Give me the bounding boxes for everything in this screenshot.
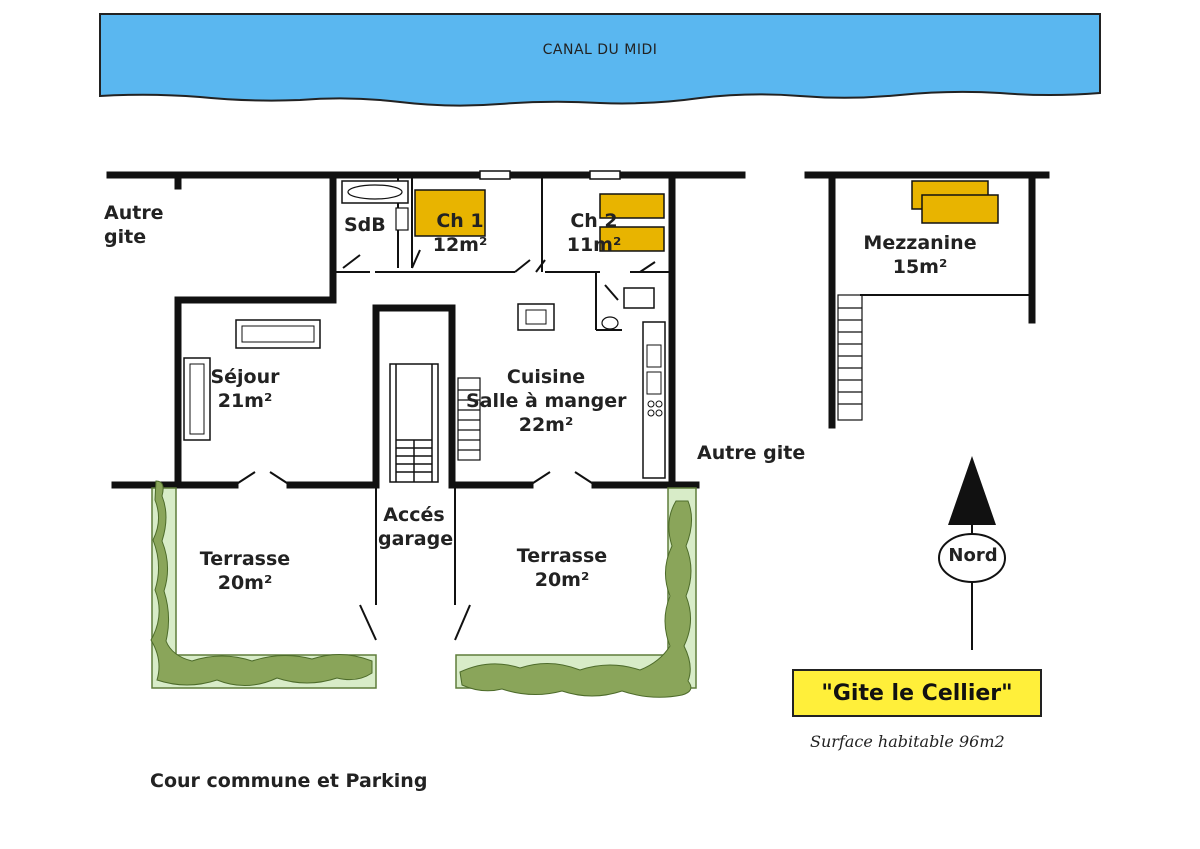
hob-burner-4 — [655, 409, 663, 417]
bed-ch1 — [414, 189, 486, 237]
cuisine-area: 22m² — [518, 413, 574, 436]
mezzanine-name: Mezzanine — [863, 232, 977, 254]
sink — [395, 207, 409, 231]
autre-gite-left-line-1: Autre — [104, 202, 164, 224]
label-acces-garage: Accés garage — [378, 504, 454, 552]
hob-burner-2 — [655, 400, 663, 408]
stairs-mezzanine — [837, 294, 863, 421]
cuisine-name: Cuisine — [506, 366, 586, 388]
hedge-bushes — [150, 480, 692, 698]
sofa-left-inner — [189, 363, 205, 435]
stairs-garage — [389, 363, 439, 483]
sofa-top-inner — [241, 325, 315, 343]
label-autre-gite-right: Autre gite — [697, 442, 806, 464]
wc-sink — [601, 316, 619, 330]
walls — [106, 171, 1050, 489]
bed-ch2-a — [599, 193, 665, 219]
terrasse-right-area: 20m² — [534, 568, 590, 591]
sejour-area: 21m² — [217, 389, 273, 412]
sejour-name: Séjour — [210, 366, 280, 388]
kitchen-hob — [646, 371, 662, 395]
bathtub-basin — [347, 184, 403, 200]
label-mezzanine: Mezzanine 15m² — [860, 232, 980, 280]
label-ch2: Ch 2 11m² — [560, 210, 628, 258]
canal-water — [99, 13, 1101, 107]
ch1-name: Ch 1 — [436, 210, 484, 232]
label-sdb: SdB — [344, 214, 386, 236]
acces-garage-line-1: Accés — [383, 504, 445, 526]
title-box: "Gite le Cellier" — [792, 669, 1042, 717]
terrasse-left-name: Terrasse — [199, 548, 291, 570]
hob-burner-1 — [647, 400, 655, 408]
canal-label: CANAL DU MIDI — [542, 42, 658, 58]
hob-burner-3 — [647, 409, 655, 417]
terrasse-left-area: 20m² — [217, 571, 273, 594]
kitchen-sink — [646, 344, 662, 368]
ch2-area: 11m² — [566, 233, 622, 256]
label-cour: Cour commune et Parking — [150, 770, 428, 792]
bed-mezzanine-b — [921, 194, 999, 224]
terrasse-right-name: Terrasse — [516, 545, 608, 567]
label-terrasse-left: Terrasse 20m² — [190, 548, 300, 596]
mezzanine-area: 15m² — [892, 255, 948, 278]
label-cuisine: Cuisine Salle à manger 22m² — [466, 366, 626, 437]
autre-gite-left-line-2: gite — [104, 225, 147, 248]
stove-inner — [525, 309, 547, 325]
title-text: "Gite le Cellier" — [821, 680, 1013, 706]
label-sejour: Séjour 21m² — [200, 366, 290, 414]
windows — [479, 170, 621, 180]
label-ch1: Ch 1 12m² — [426, 210, 494, 258]
acces-garage-line-2: garage — [378, 527, 454, 550]
label-terrasse-right: Terrasse 20m² — [507, 545, 617, 593]
label-autre-gite-left: Autre gite — [104, 202, 164, 250]
ch2-name: Ch 2 — [570, 210, 618, 232]
bed-ch2-b — [599, 226, 665, 252]
cuisine-subname: Salle à manger — [466, 389, 627, 412]
stairs-kitchen — [457, 377, 481, 461]
compass-label: Nord — [948, 545, 998, 566]
north-arrow — [938, 456, 1006, 650]
wc-bowl — [623, 287, 655, 309]
ch1-area: 12m² — [432, 233, 488, 256]
surface-label: Surface habitable 96m2 — [810, 732, 1005, 751]
